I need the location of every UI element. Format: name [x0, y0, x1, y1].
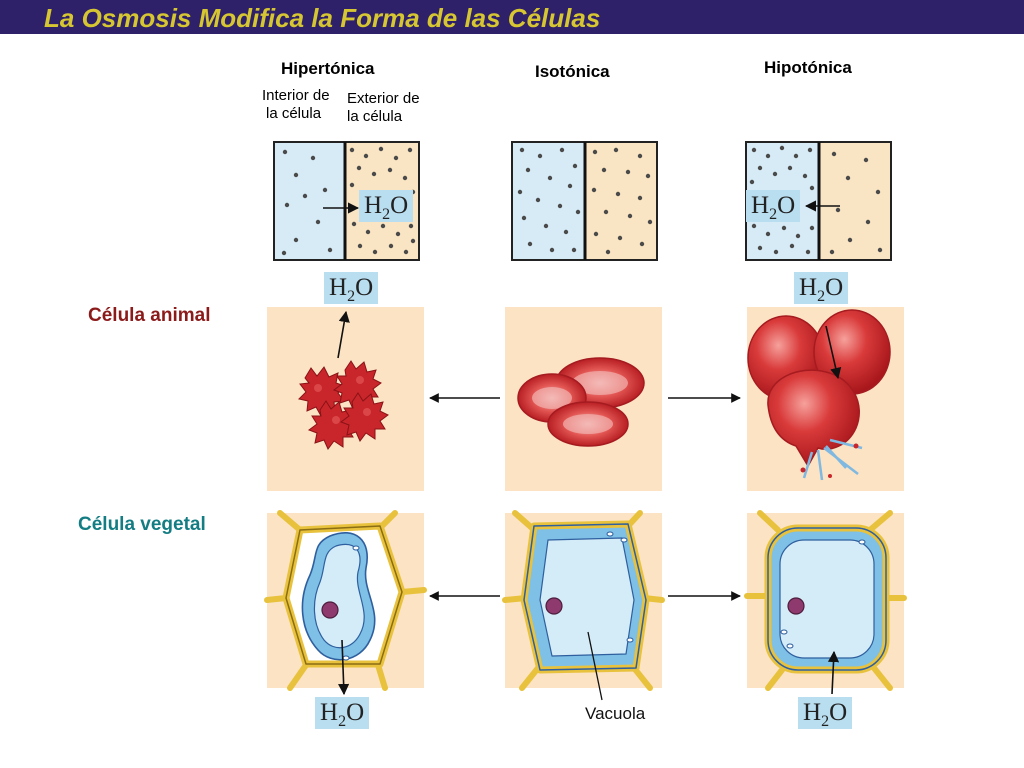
- water-label-animal-hypotonic: H2O: [794, 272, 849, 305]
- solution-box-isotonic: [511, 141, 658, 261]
- water-label-animal-hypertonic: H2O: [324, 272, 379, 305]
- water-label-hypotonic-box: H2O: [746, 190, 801, 223]
- inside-cell-label: Interior de la célula: [262, 87, 330, 122]
- plant-cell-normal-panel: [502, 510, 665, 701]
- animal-cell-hypertonic-panel: [267, 307, 424, 491]
- column-header-hypertonic: Hipertónica: [281, 59, 375, 78]
- shriveled-red-blood-cells: [298, 360, 389, 450]
- normal-red-blood-cells: [517, 357, 645, 447]
- column-header-hypotonic: Hipotónica: [764, 58, 852, 77]
- row-label-plant-cell: Célula vegetal: [78, 514, 206, 535]
- animal-cell-hypotonic-panel: [747, 307, 904, 491]
- outside-cell-label: Exterior de la célula: [347, 90, 420, 125]
- plant-cell-turgid-panel: [744, 510, 907, 695]
- swollen-lysed-red-blood-cells: [747, 309, 891, 481]
- water-label-plant-hypertonic: H2O: [315, 697, 370, 730]
- water-label-plant-hypotonic: H2O: [798, 697, 853, 730]
- title-bar: La Osmosis Modifica la Forma de las Célu…: [0, 0, 1024, 34]
- vacuole-pointer: [587, 631, 603, 701]
- animal-cell-isotonic-panel: [505, 307, 662, 491]
- slide-title: La Osmosis Modifica la Forma de las Célu…: [44, 3, 601, 33]
- vacuole-label: Vacuola: [585, 704, 646, 723]
- row-label-animal-cell: Célula animal: [88, 305, 211, 326]
- plant-cell-plasmolyzed-panel: [264, 510, 427, 696]
- water-label-hypertonic-box: H2O: [359, 190, 414, 223]
- column-header-isotonic: Isotónica: [535, 62, 610, 81]
- cytoplasm-leak: [802, 438, 863, 481]
